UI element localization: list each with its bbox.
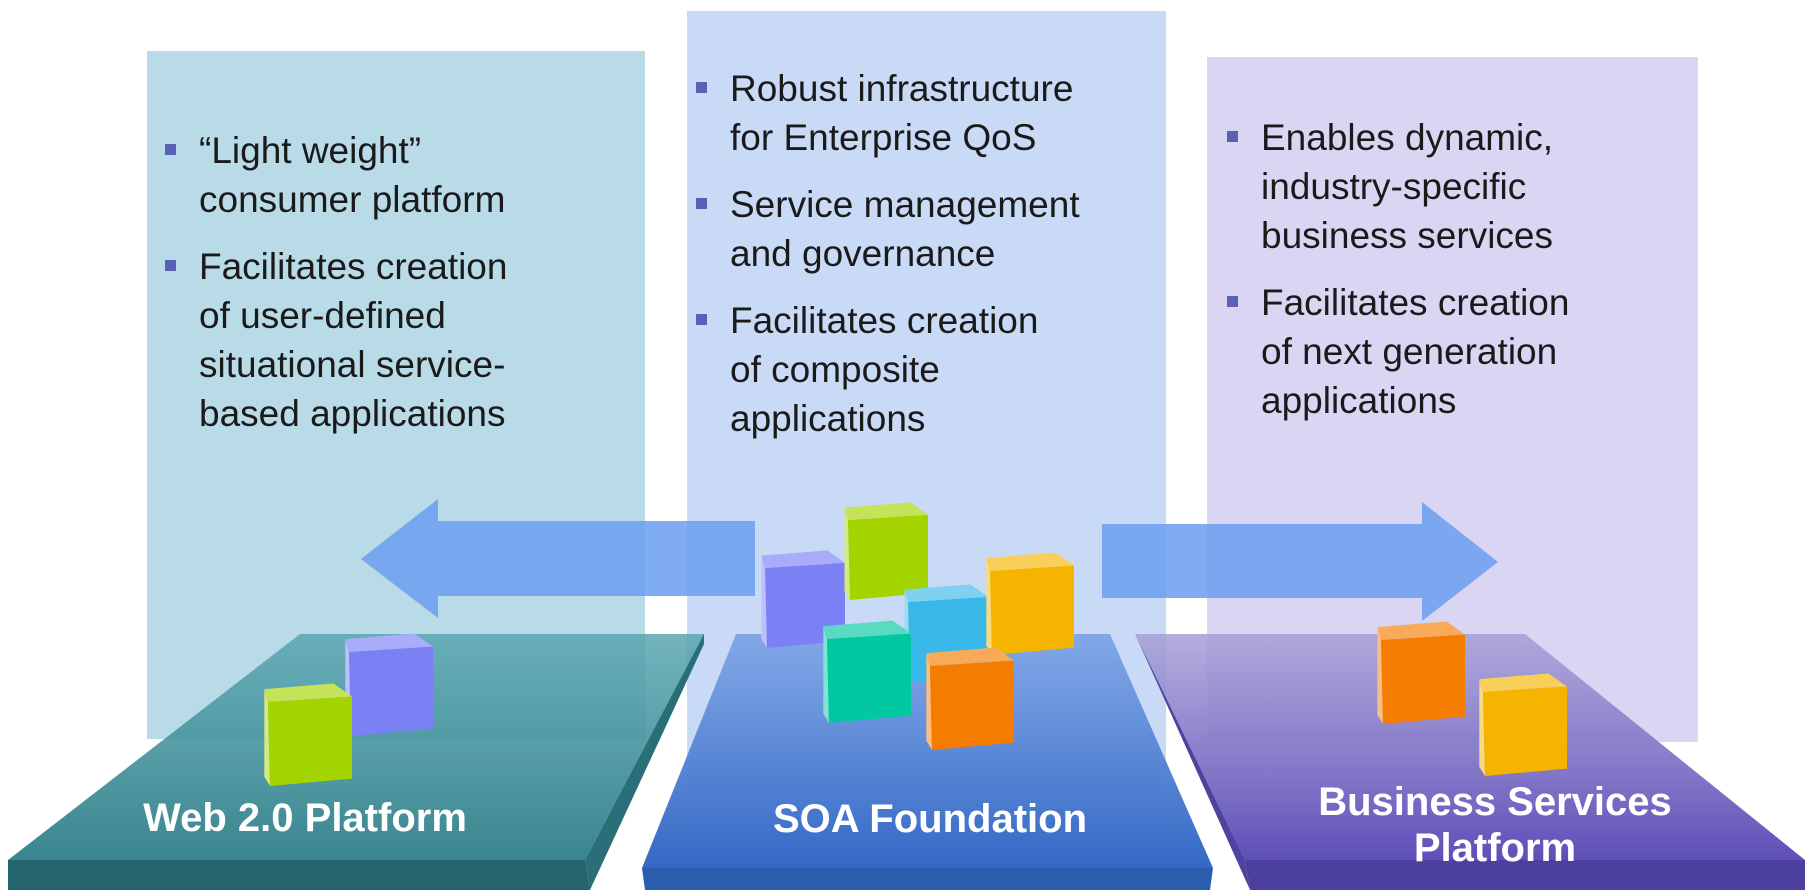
soa-platform	[642, 634, 1213, 890]
soa-platform-label: SOA Foundation	[772, 797, 1088, 841]
cube-5	[823, 620, 911, 723]
cube-6	[926, 647, 1014, 750]
cube-9	[1377, 621, 1465, 724]
bsp-platform-label: Business Services Platform	[1290, 779, 1700, 871]
web20-bullet-1: “Light weight”consumer platform	[163, 126, 633, 224]
web20-bullets: “Light weight”consumer platform Facilita…	[163, 126, 633, 456]
cube-7	[345, 633, 433, 736]
web20-panel	[147, 51, 645, 739]
bsp-label-line1: Business Services	[1318, 780, 1672, 824]
left-arrow	[361, 499, 755, 618]
right-arrow	[1102, 502, 1498, 621]
bsp-platform	[1135, 634, 1805, 890]
web20-platform	[8, 634, 704, 890]
cubes-group	[264, 502, 1567, 786]
cube-2	[844, 502, 928, 600]
cube-10	[1479, 673, 1567, 776]
cube-8	[264, 683, 352, 786]
web20-platform-label: Web 2.0 Platform	[143, 796, 467, 840]
bsp-label-line2: Platform	[1413, 826, 1577, 870]
cube-4	[986, 552, 1074, 655]
